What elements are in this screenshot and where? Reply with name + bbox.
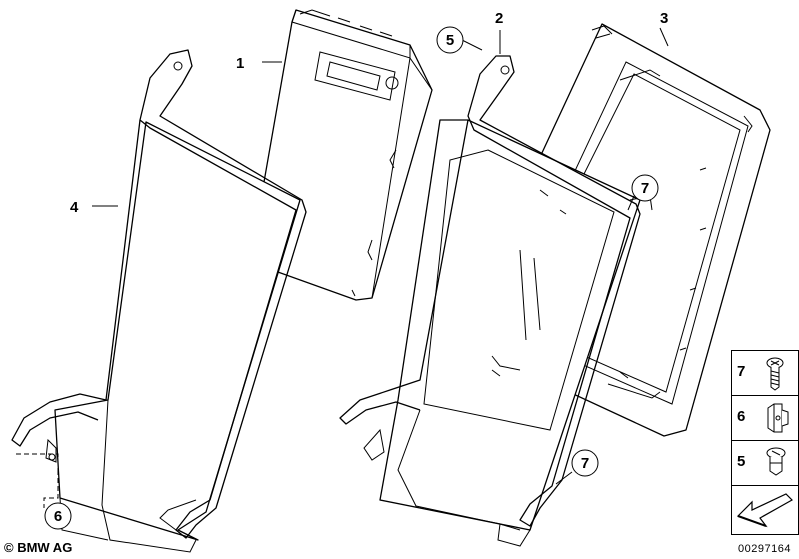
legend-item-screw: 7 [732,351,798,396]
document-id: 00297164 [738,543,791,555]
callout-2: 2 [495,10,503,27]
copyright-text: © BMW AG [4,540,73,555]
callouts: 1 2 3 4 5 6 7 7 [44,10,668,530]
small-parts-legend: 7 6 5 [731,350,799,535]
legend-item-bolt: 5 [732,441,798,486]
part-4-backrest-panel [11,49,307,553]
callout-7a-circle: 7 [631,174,659,202]
leader-lines [16,27,669,508]
legend-number: 7 [737,363,746,380]
callout-7b-circle: 7 [571,449,599,477]
legend-item-clip: 6 [732,396,798,441]
bolt-icon [766,447,786,476]
callout-1: 1 [236,55,244,72]
callout-7b: 7 [581,455,589,472]
legend-number: 6 [737,408,746,425]
callout-6: 6 [54,508,62,525]
part-1-module [249,9,433,301]
callout-6-circle: 6 [44,502,72,530]
screw-icon [766,357,784,391]
legend-number: 5 [737,453,746,470]
clip-icon [767,403,789,433]
legend-direction [732,486,798,534]
direction-arrow-icon [736,493,793,528]
callout-7a: 7 [641,180,649,197]
callout-5-circle: 5 [436,26,464,54]
callout-4: 4 [70,199,79,216]
callout-5: 5 [446,32,454,49]
callout-3: 3 [660,10,668,27]
